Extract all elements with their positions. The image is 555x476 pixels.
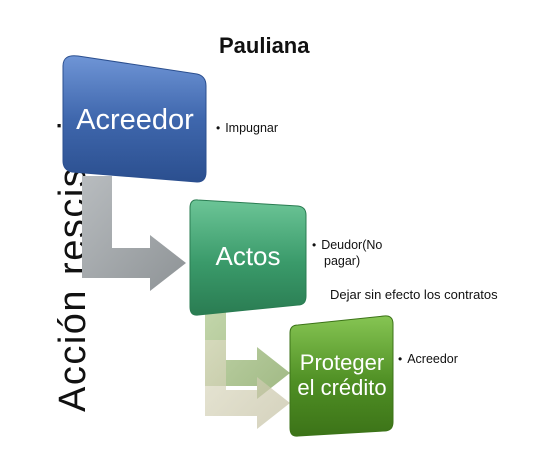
- step-label-proteger-line-2: el crédito: [297, 375, 387, 400]
- bullet-deudor-line-1: Deudor(No: [321, 238, 383, 252]
- bullet-acreedor-text: Acreedor: [407, 352, 458, 366]
- diagram-title: Pauliana: [219, 33, 310, 58]
- bullet-impugnar-text: Impugnar: [225, 121, 279, 135]
- step-box-actos: [189, 199, 307, 316]
- step-label-proteger: Proteger el crédito: [292, 333, 392, 417]
- bullet-acreedor: • Acreedor: [398, 352, 458, 368]
- connector-arrow-1: [82, 176, 186, 291]
- step-label-actos: Actos: [215, 241, 281, 272]
- bullet-deudor-line-2: pagar): [324, 253, 361, 268]
- step-label-proteger-line-1: Proteger: [299, 349, 385, 375]
- bullet-impugnar: • Impugnar: [216, 121, 278, 137]
- bullet-dot-icon: •: [216, 121, 221, 135]
- step-box-proteger: [289, 315, 394, 437]
- note-dejar-sin-efecto: Dejar sin efecto los contratos: [330, 287, 498, 302]
- step-box-acreedor: [62, 55, 207, 183]
- connector-arrow-2: [205, 310, 290, 399]
- connector-arrow-3: [205, 340, 290, 429]
- bullet-deudor: • Deudor(No pagar): [312, 238, 382, 269]
- bullet-dot-icon: •: [312, 238, 317, 252]
- step-label-acreedor: Acreedor: [76, 104, 194, 137]
- bullet-dot-icon: •: [398, 352, 403, 366]
